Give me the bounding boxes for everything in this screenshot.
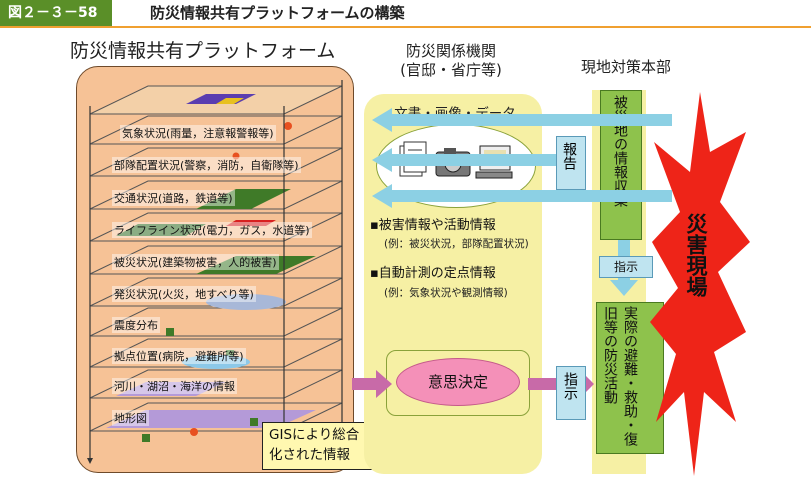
layer-label-damage: 被災状況(建築物被害，人的被害) [112,254,279,270]
weather-map-patch-2 [216,98,244,104]
gis-layer-stack [87,80,345,464]
gis-note-line1: GISにより総合 [269,427,360,443]
decision-making: 意思決定 [396,358,520,406]
figure-number-badge [0,0,112,26]
lifeline-red-patch [226,220,276,226]
report-label: 報告 [561,142,577,170]
activities-label: 実際の避難・救助・復旧等の防災活動 [602,306,638,446]
activities-box [596,302,664,454]
blue-arrow-top [372,108,672,132]
lifeline-patch [116,224,206,236]
layer-label-bases: 拠点位置(病院，避難所等) [112,348,246,364]
gis-note-line2: 化された情報 [269,447,350,463]
government-title-line2: (官邸・省庁等) [400,61,502,79]
government-title-line1: 防災関係機関 [405,42,496,60]
lake [182,355,250,369]
damage-patch [196,256,316,274]
alert-dot [190,428,198,436]
disaster-site-label: 災害現場 [684,213,708,297]
base-marker [250,418,258,426]
river-patch [116,382,226,396]
layer-label-outbreak: 発災状況(火災，地すべり等) [112,286,256,302]
page-title: 防災情報共有プラットフォームの構築 [150,4,405,22]
layer-label-traffic: 交通状況(道路，鉄道等) [112,190,235,206]
instruction-box-mid [556,366,586,420]
figure-number: 図２－３－58 [8,5,98,21]
alert-dot [232,152,240,160]
local-hq-title: 現地対策本部 [580,58,671,76]
layer-label-water: 河川・湖沼・海洋の情報 [112,378,237,394]
base-marker [166,328,174,336]
header-divider [0,26,811,28]
pink-arrow-platform [352,370,392,398]
bullet-auto-measure: ▪自動計測の定点情報 [370,266,496,281]
report-box [556,136,586,190]
blue-arrow-low [372,184,672,208]
government-title: 防災関係機関 (官邸・省庁等) [366,42,536,80]
bullet-damage-info: ▪被害情報や活動情報 [370,218,496,233]
layer-label-weather: 気象状況(雨量，注意報警報等) [120,125,276,141]
instruction-label-top: 指示 [599,256,653,278]
instruction-label-mid: 指示 [562,372,578,400]
disaster-burst [650,92,750,476]
platform-title: 防災情報共有プラットフォーム [70,40,336,62]
bullet-damage-info-example: (例：被災状況，部隊配置状況) [384,238,529,250]
weather-map-patch [186,94,256,104]
layer-label-lifeline: ライフライン状況(電力，ガス，水道等) [112,222,312,238]
alert-dot [284,122,292,130]
blue-arrow-mid [372,148,560,172]
layer-label-deployment: 部隊配置状況(警察，消防，自衛隊等) [112,157,301,173]
layer-label-seismic: 震度分布 [112,317,160,333]
figure-header: 図２－３－58 防災情報共有プラットフォームの構築 [0,0,811,28]
layer-label-terrain: 地形図 [112,410,149,426]
bullet-auto-measure-example: (例：気象状況や観測情報) [384,287,508,299]
base-marker [142,434,150,442]
quake-zone [206,294,286,310]
traffic-patch [196,189,291,209]
base-marker [226,350,234,358]
